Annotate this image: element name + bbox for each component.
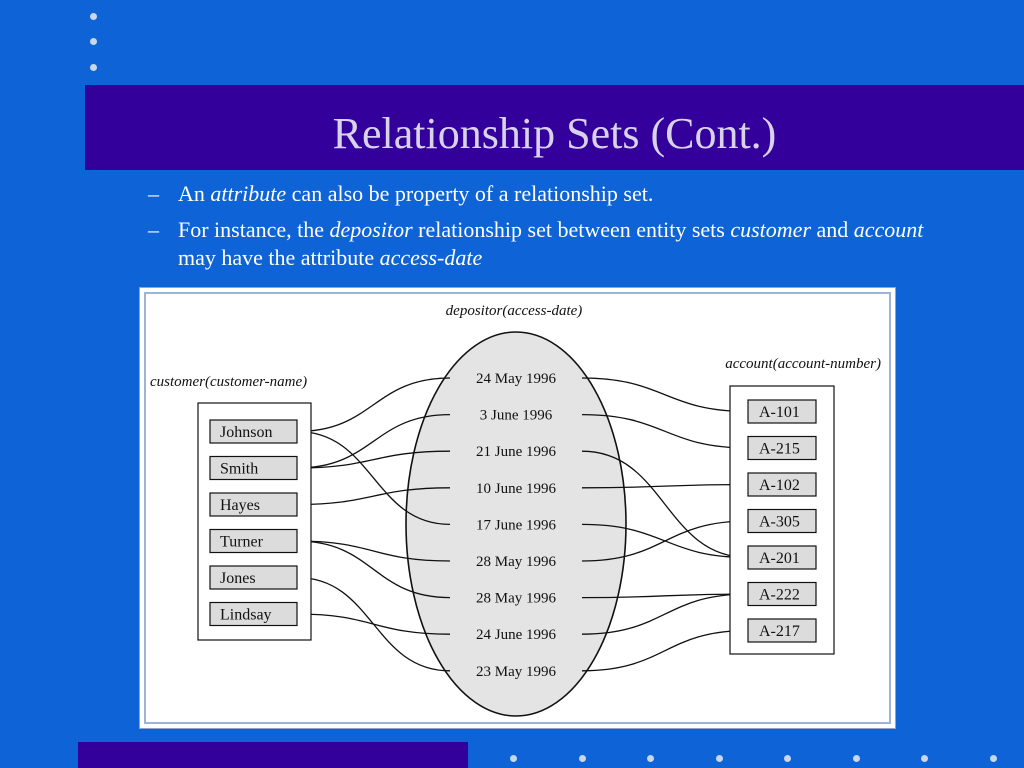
customer-date-link: [296, 377, 451, 433]
date-account-link: [581, 523, 749, 559]
date-node-label: 24 May 1996: [476, 371, 556, 387]
account-node-box: [747, 399, 817, 424]
decor-dot: [90, 13, 97, 20]
account-node-label: A-102: [759, 477, 800, 494]
account-node-label: A-101: [759, 404, 800, 421]
customer-date-link: [296, 576, 451, 672]
date-node-label: 3 June 1996: [480, 408, 553, 424]
decor-dot: [852, 755, 860, 762]
connector-lines: [296, 377, 749, 672]
date-node-label: 17 June 1996: [476, 517, 556, 533]
bullet-text: For instance, the depositor relationship…: [178, 217, 924, 270]
customer-node-box: [209, 565, 298, 590]
account-node-label: A-215: [759, 441, 800, 458]
decor-dot: [90, 38, 97, 45]
account-node-box: [747, 618, 817, 643]
customer-date-link: [296, 413, 451, 469]
customer-node-label: Smith: [220, 461, 258, 478]
account-node-label: A-222: [759, 587, 800, 604]
customer-date-link: [296, 487, 451, 506]
bullet-dash: –: [148, 217, 159, 242]
relationship-label: depositor(access-date): [446, 303, 583, 319]
decor-dot: [989, 755, 997, 762]
title-bar: [85, 85, 1024, 170]
date-account-link: [581, 413, 749, 449]
date-node-label: 28 May 1996: [476, 591, 556, 607]
customer-node-box: [209, 419, 298, 444]
bullet-item: – An attribute can also be property of a…: [148, 180, 928, 208]
customer-date-link: [296, 540, 451, 599]
account-node-box: [747, 472, 817, 497]
date-node-label: 28 May 1996: [476, 554, 556, 570]
date-account-link: [581, 377, 749, 413]
customer-date-link: [296, 540, 451, 562]
bullet-list: – An attribute can also be property of a…: [148, 180, 928, 280]
account-node-label: A-217: [759, 623, 800, 640]
date-node-label: 23 May 1996: [476, 664, 556, 680]
customer-node-label: Lindsay: [220, 607, 272, 624]
date-node-label: 21 June 1996: [476, 444, 556, 460]
bullet-item: – For instance, the depositor relationsh…: [148, 216, 928, 272]
diagram-inner-border: [144, 292, 891, 724]
account-node-box: [747, 435, 817, 461]
customer-node-label: Hayes: [220, 497, 260, 514]
account-node-box: [747, 545, 817, 570]
date-account-link: [581, 450, 749, 559]
bullet-text: An attribute can also be property of a r…: [178, 181, 654, 206]
customer-date-link: [296, 430, 451, 526]
bottom-bar: [78, 742, 468, 768]
account-node-label: A-201: [759, 550, 800, 567]
customer-set-label: customer(customer-name): [150, 374, 307, 390]
decor-dot: [784, 755, 791, 762]
customer-node-box: [209, 528, 298, 554]
customer-node-label: Turner: [220, 534, 264, 551]
date-node-label: 24 June 1996: [476, 627, 556, 643]
date-account-link: [581, 593, 749, 599]
decor-dot: [715, 755, 723, 762]
slide-title: Relationship Sets (Cont.): [332, 109, 777, 158]
bullet-dash: –: [148, 181, 159, 206]
date-account-link: [581, 593, 749, 635]
decor-dot: [578, 755, 586, 762]
customer-node-label: Johnson: [220, 424, 272, 441]
customer-node-box: [209, 601, 298, 627]
decor-dot: [510, 755, 517, 762]
account-set-label: account(account-number): [725, 356, 881, 372]
relationship-ellipse: [405, 331, 627, 717]
date-account-link: [581, 629, 749, 672]
customer-node-label: Jones: [220, 570, 256, 587]
customer-node-box: [209, 492, 298, 517]
decor-dot: [647, 755, 654, 762]
decor-dot: [921, 755, 928, 762]
account-node-box: [747, 581, 817, 607]
customer-date-link: [296, 450, 451, 469]
customer-node-box: [209, 455, 298, 481]
account-node-box: [747, 508, 817, 534]
decor-dot: [90, 64, 97, 71]
date-node-label: 10 June 1996: [476, 481, 556, 497]
date-account-link: [581, 483, 749, 489]
account-node-label: A-305: [759, 514, 800, 531]
